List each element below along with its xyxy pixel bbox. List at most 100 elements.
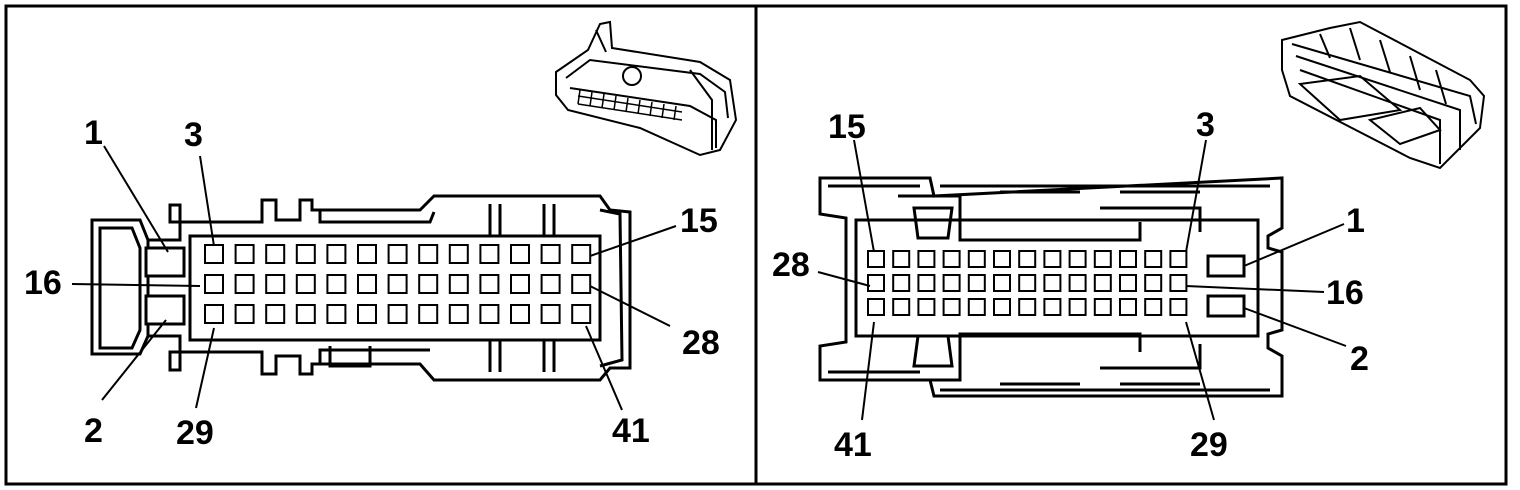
left-label-41: 41 — [612, 412, 650, 450]
right-label-3: 3 — [1196, 106, 1215, 144]
right-pin-cavity — [1018, 250, 1037, 268]
right-pin-cavity — [1144, 298, 1163, 316]
right-pin-cavity — [1093, 274, 1112, 292]
right-connector-view: 15 3 28 41 29 1 16 2 — [772, 20, 1486, 464]
left-pin-cavity — [418, 274, 439, 294]
right-pin-cavity — [1043, 250, 1062, 268]
right-pin-cavity — [867, 250, 885, 268]
right-pin-grid — [867, 250, 1188, 316]
left-label-29: 29 — [176, 414, 214, 452]
right-leader-lines — [817, 139, 1347, 421]
right-pin-cavity — [917, 274, 936, 292]
right-label-29: 29 — [1190, 426, 1228, 464]
right-label-16: 16 — [1326, 274, 1364, 312]
right-pin-cavity — [1119, 274, 1137, 292]
right-pin-cavity — [942, 274, 961, 292]
right-pin-cavity — [1068, 274, 1087, 292]
left-pin-cavity — [204, 304, 224, 324]
left-pin-cavity — [479, 244, 500, 264]
left-leader-lines — [71, 145, 677, 411]
left-connector-thumbnail — [555, 20, 738, 157]
left-pin-cavity — [204, 274, 224, 294]
right-pin-cavity — [867, 274, 885, 292]
left-pin-cavity — [418, 304, 439, 324]
right-pin-cavity — [1119, 250, 1137, 268]
large-terminal-2 — [1206, 294, 1246, 318]
left-pin-cavity — [295, 304, 316, 324]
left-pin-cavity — [540, 244, 561, 264]
left-pin-cavity — [448, 304, 469, 324]
left-pin-cavity — [510, 274, 530, 294]
right-pin-cavity — [892, 274, 911, 292]
left-pin-labels: 1 3 16 2 29 15 28 41 — [24, 114, 720, 452]
right-label-15: 15 — [828, 108, 866, 146]
large-terminal-2 — [144, 294, 186, 326]
right-connector-thumbnail — [1281, 20, 1486, 170]
left-pin-cavity — [479, 274, 500, 294]
right-pin-labels: 15 3 28 41 29 1 16 2 — [772, 106, 1369, 464]
right-pin-cavity — [1018, 274, 1037, 292]
left-pin-cavity — [571, 274, 592, 294]
right-pin-cavity — [1169, 298, 1188, 316]
right-pin-cavity — [967, 250, 986, 268]
left-pin-cavity — [510, 244, 530, 264]
left-pin-cavity — [234, 244, 255, 264]
right-pin-cavity — [993, 250, 1011, 268]
left-pin-cavity — [265, 304, 286, 324]
right-label-2: 2 — [1350, 340, 1369, 378]
right-pin-cavity — [1144, 274, 1163, 292]
left-pin-cavity — [357, 274, 377, 294]
large-terminal-1 — [144, 246, 186, 278]
right-label-41: 41 — [834, 426, 872, 464]
right-pin-cavity — [942, 250, 961, 268]
left-pin-cavity — [234, 274, 255, 294]
right-pin-cavity — [1093, 298, 1112, 316]
left-pin-cavity — [387, 244, 408, 264]
right-label-1: 1 — [1346, 202, 1365, 240]
left-pin-cavity — [265, 244, 286, 264]
left-pin-cavity — [571, 304, 592, 324]
left-pin-cavity — [418, 244, 439, 264]
left-label-28: 28 — [682, 324, 720, 362]
large-terminal-1 — [1206, 254, 1246, 278]
left-pin-cavity — [540, 304, 561, 324]
left-label-16: 16 — [24, 264, 62, 302]
right-pin-cavity — [1169, 274, 1188, 292]
left-pin-cavity — [326, 304, 347, 324]
right-pin-cavity — [1018, 298, 1037, 316]
right-pin-cavity — [867, 298, 885, 316]
right-large-terminals — [1206, 254, 1246, 318]
left-label-3: 3 — [184, 116, 203, 154]
left-pin-cavity — [265, 274, 286, 294]
right-pin-cavity — [1093, 250, 1112, 268]
right-label-28: 28 — [772, 246, 810, 284]
right-pin-cavity — [892, 298, 911, 316]
left-pin-cavity — [357, 304, 377, 324]
right-pin-cavity — [967, 274, 986, 292]
left-pin-cavity — [234, 304, 255, 324]
left-large-terminals — [144, 246, 186, 326]
right-pin-cavity — [942, 298, 961, 316]
left-pin-cavity — [204, 244, 224, 264]
left-pin-grid — [204, 244, 592, 324]
left-pin-cavity — [387, 274, 408, 294]
left-pin-cavity — [479, 304, 500, 324]
left-pin-cavity — [326, 244, 347, 264]
left-pin-cavity — [387, 304, 408, 324]
right-pin-cavity — [1043, 274, 1062, 292]
right-pin-cavity — [1043, 298, 1062, 316]
right-housing — [818, 176, 1284, 398]
left-pin-cavity — [540, 274, 561, 294]
right-pin-cavity — [917, 298, 936, 316]
left-pin-cavity — [357, 244, 377, 264]
right-pin-cavity — [917, 250, 936, 268]
right-pin-cavity — [1068, 298, 1087, 316]
left-pin-cavity — [448, 244, 469, 264]
right-pin-cavity — [993, 274, 1011, 292]
right-pin-cavity — [967, 298, 986, 316]
right-pin-cavity — [1119, 298, 1137, 316]
right-pin-cavity — [1144, 250, 1163, 268]
right-pin-cavity — [993, 298, 1011, 316]
left-pin-cavity — [295, 274, 316, 294]
